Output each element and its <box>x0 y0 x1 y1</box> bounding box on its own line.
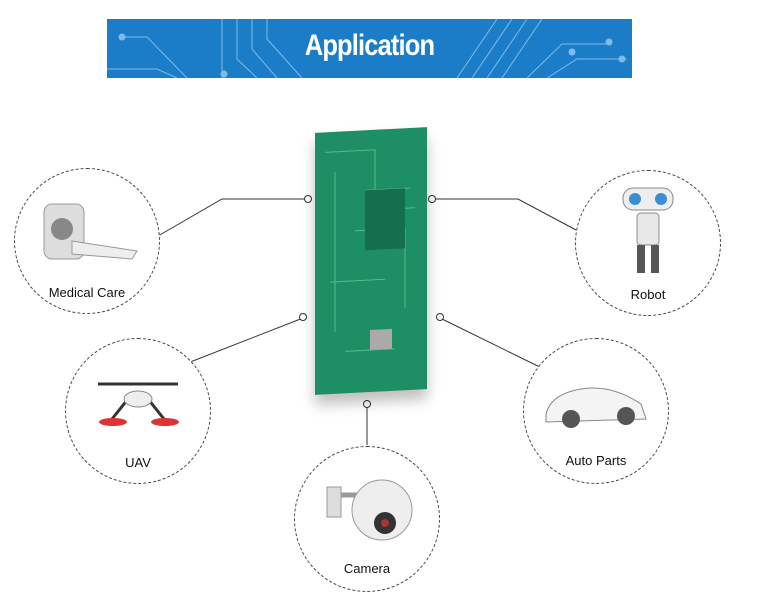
application-robot: Robot <box>575 170 721 316</box>
application-uav: UAV <box>65 338 211 484</box>
banner-title: Application <box>304 29 435 62</box>
application-medical-care: Medical Care <box>14 168 160 314</box>
robot-icon <box>622 187 674 273</box>
label-medical-care: Medical Care <box>48 285 126 300</box>
sports-car-icon <box>545 387 647 428</box>
header-banner: Application <box>107 19 632 78</box>
label-auto-parts: Auto Parts <box>565 453 627 468</box>
label-robot: Robot <box>630 287 666 302</box>
label-camera: Camera <box>343 561 391 576</box>
dome-camera-icon <box>326 479 413 541</box>
application-auto-parts: Auto Parts <box>523 338 669 484</box>
medical-scanner-icon <box>43 203 138 260</box>
circuit-pattern <box>107 19 627 78</box>
label-uav: UAV <box>125 455 151 470</box>
drone-icon <box>98 382 179 426</box>
application-camera: Camera <box>294 446 440 592</box>
pcb-board-image <box>315 127 427 395</box>
